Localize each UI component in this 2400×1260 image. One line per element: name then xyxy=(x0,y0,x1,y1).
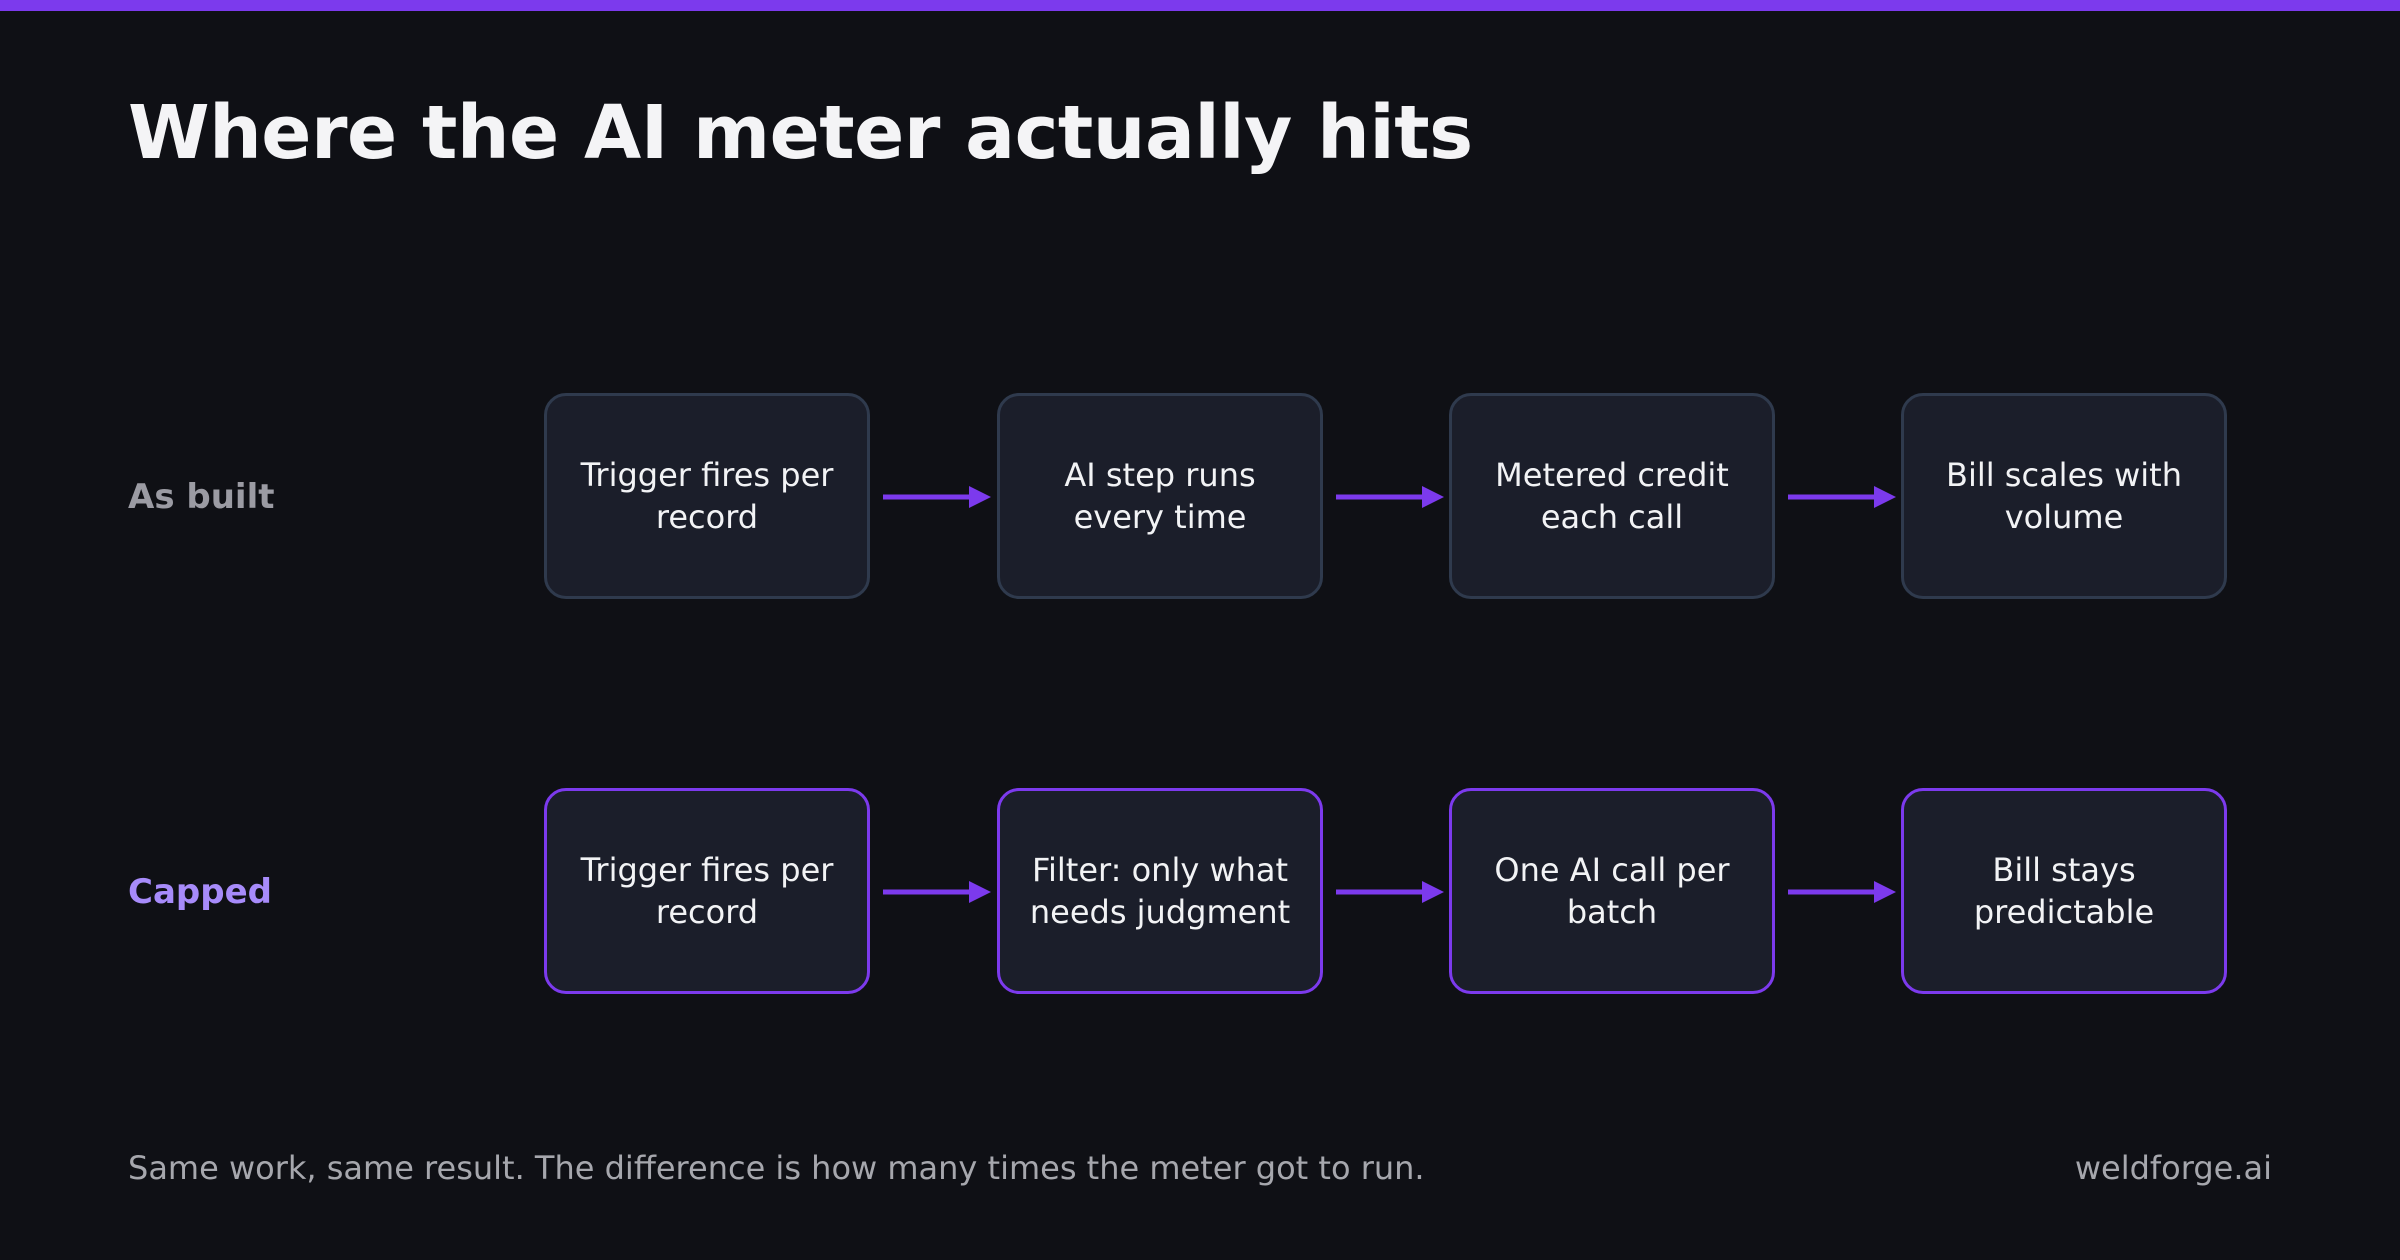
capped-step-3: One AI call per batch xyxy=(1449,788,1775,994)
row-label-capped: Capped xyxy=(128,872,272,912)
step-label: Bill stays predictable xyxy=(1973,851,2155,931)
capped-step-4: Bill stays predictable xyxy=(1901,788,2227,994)
step-label: AI step runs every time xyxy=(1064,456,1256,536)
as-built-step-2: AI step runs every time xyxy=(997,393,1323,599)
step-label: Bill scales with volume xyxy=(1946,456,2182,536)
arrow-right-icon xyxy=(1336,486,1444,508)
step-label: One AI call per batch xyxy=(1494,851,1730,931)
step-label: Trigger fires per record xyxy=(580,456,834,536)
as-built-step-1: Trigger fires per record xyxy=(544,393,870,599)
step-label: Metered credit each call xyxy=(1495,456,1729,536)
arrow-right-icon xyxy=(1336,881,1444,903)
page-title: Where the AI meter actually hits xyxy=(128,90,1473,176)
as-built-step-4: Bill scales with volume xyxy=(1901,393,2227,599)
capped-step-1: Trigger fires per record xyxy=(544,788,870,994)
arrow-right-icon xyxy=(1788,881,1896,903)
arrow-right-icon xyxy=(883,881,991,903)
step-label: Trigger fires per record xyxy=(580,851,834,931)
as-built-step-3: Metered credit each call xyxy=(1449,393,1775,599)
step-label: Filter: only what needs judgment xyxy=(1029,851,1291,931)
arrow-right-icon xyxy=(1788,486,1896,508)
row-label-as-built: As built xyxy=(128,477,275,517)
accent-top-bar xyxy=(0,0,2400,11)
footer-brand: weldforge.ai xyxy=(2074,1149,2272,1187)
footer-note: Same work, same result. The difference i… xyxy=(128,1149,1425,1187)
capped-step-2: Filter: only what needs judgment xyxy=(997,788,1323,994)
arrow-right-icon xyxy=(883,486,991,508)
